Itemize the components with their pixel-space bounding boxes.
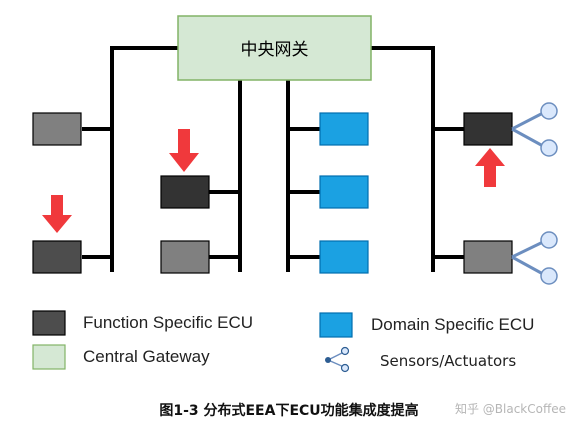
legend-gateway-label: Central Gateway [83,347,210,366]
legend-gateway-swatch [32,344,66,370]
function-ecu-gray-1 [32,112,82,146]
sensor-node [540,267,558,285]
domain-ecus [319,112,369,274]
sensor-node [540,102,558,120]
function-ecu-dark-1 [32,240,82,274]
legend-sensors-label: Sensors/Actuators [380,352,517,370]
legend-function-ecu-label: Function Specific ECU [83,313,254,332]
figure-caption: 图1-3 分布式EEA下ECU功能集成度提高 [159,403,419,419]
domain-ecu-3 [319,240,369,274]
function-ecu-dark-2 [160,175,210,209]
up-arrow-icon [475,148,505,187]
sensor-node [540,231,558,249]
sensor-branch [511,255,544,276]
legend-domain-ecu-swatch [319,312,353,338]
central-gateway-box [177,15,372,81]
sensor-branch [511,240,544,259]
down-arrow-icon [42,195,72,233]
domain-ecu-1 [319,112,369,146]
function-ecu-dark-3 [463,112,513,146]
sensor-node [540,139,558,157]
sensor-branch [511,127,544,148]
sensor-branch [511,111,544,131]
domain-ecu-2 [319,175,369,209]
bus-lines [82,46,464,272]
sensors-top [511,102,558,157]
function-ecu-gray-3 [463,240,513,274]
legend-sensor-icon [325,346,350,373]
sensors-bottom [511,231,558,285]
legend-function-ecu-swatch [32,310,66,336]
integration-arrows [42,129,505,233]
function-ecus [32,112,513,274]
function-ecu-gray-2 [160,240,210,274]
watermark: 知乎 @BlackCoffee [454,402,566,416]
central-gateway-label: 中央网关 [241,40,309,60]
legend-domain-ecu-label: Domain Specific ECU [371,315,535,334]
down-arrow-icon [169,129,199,172]
